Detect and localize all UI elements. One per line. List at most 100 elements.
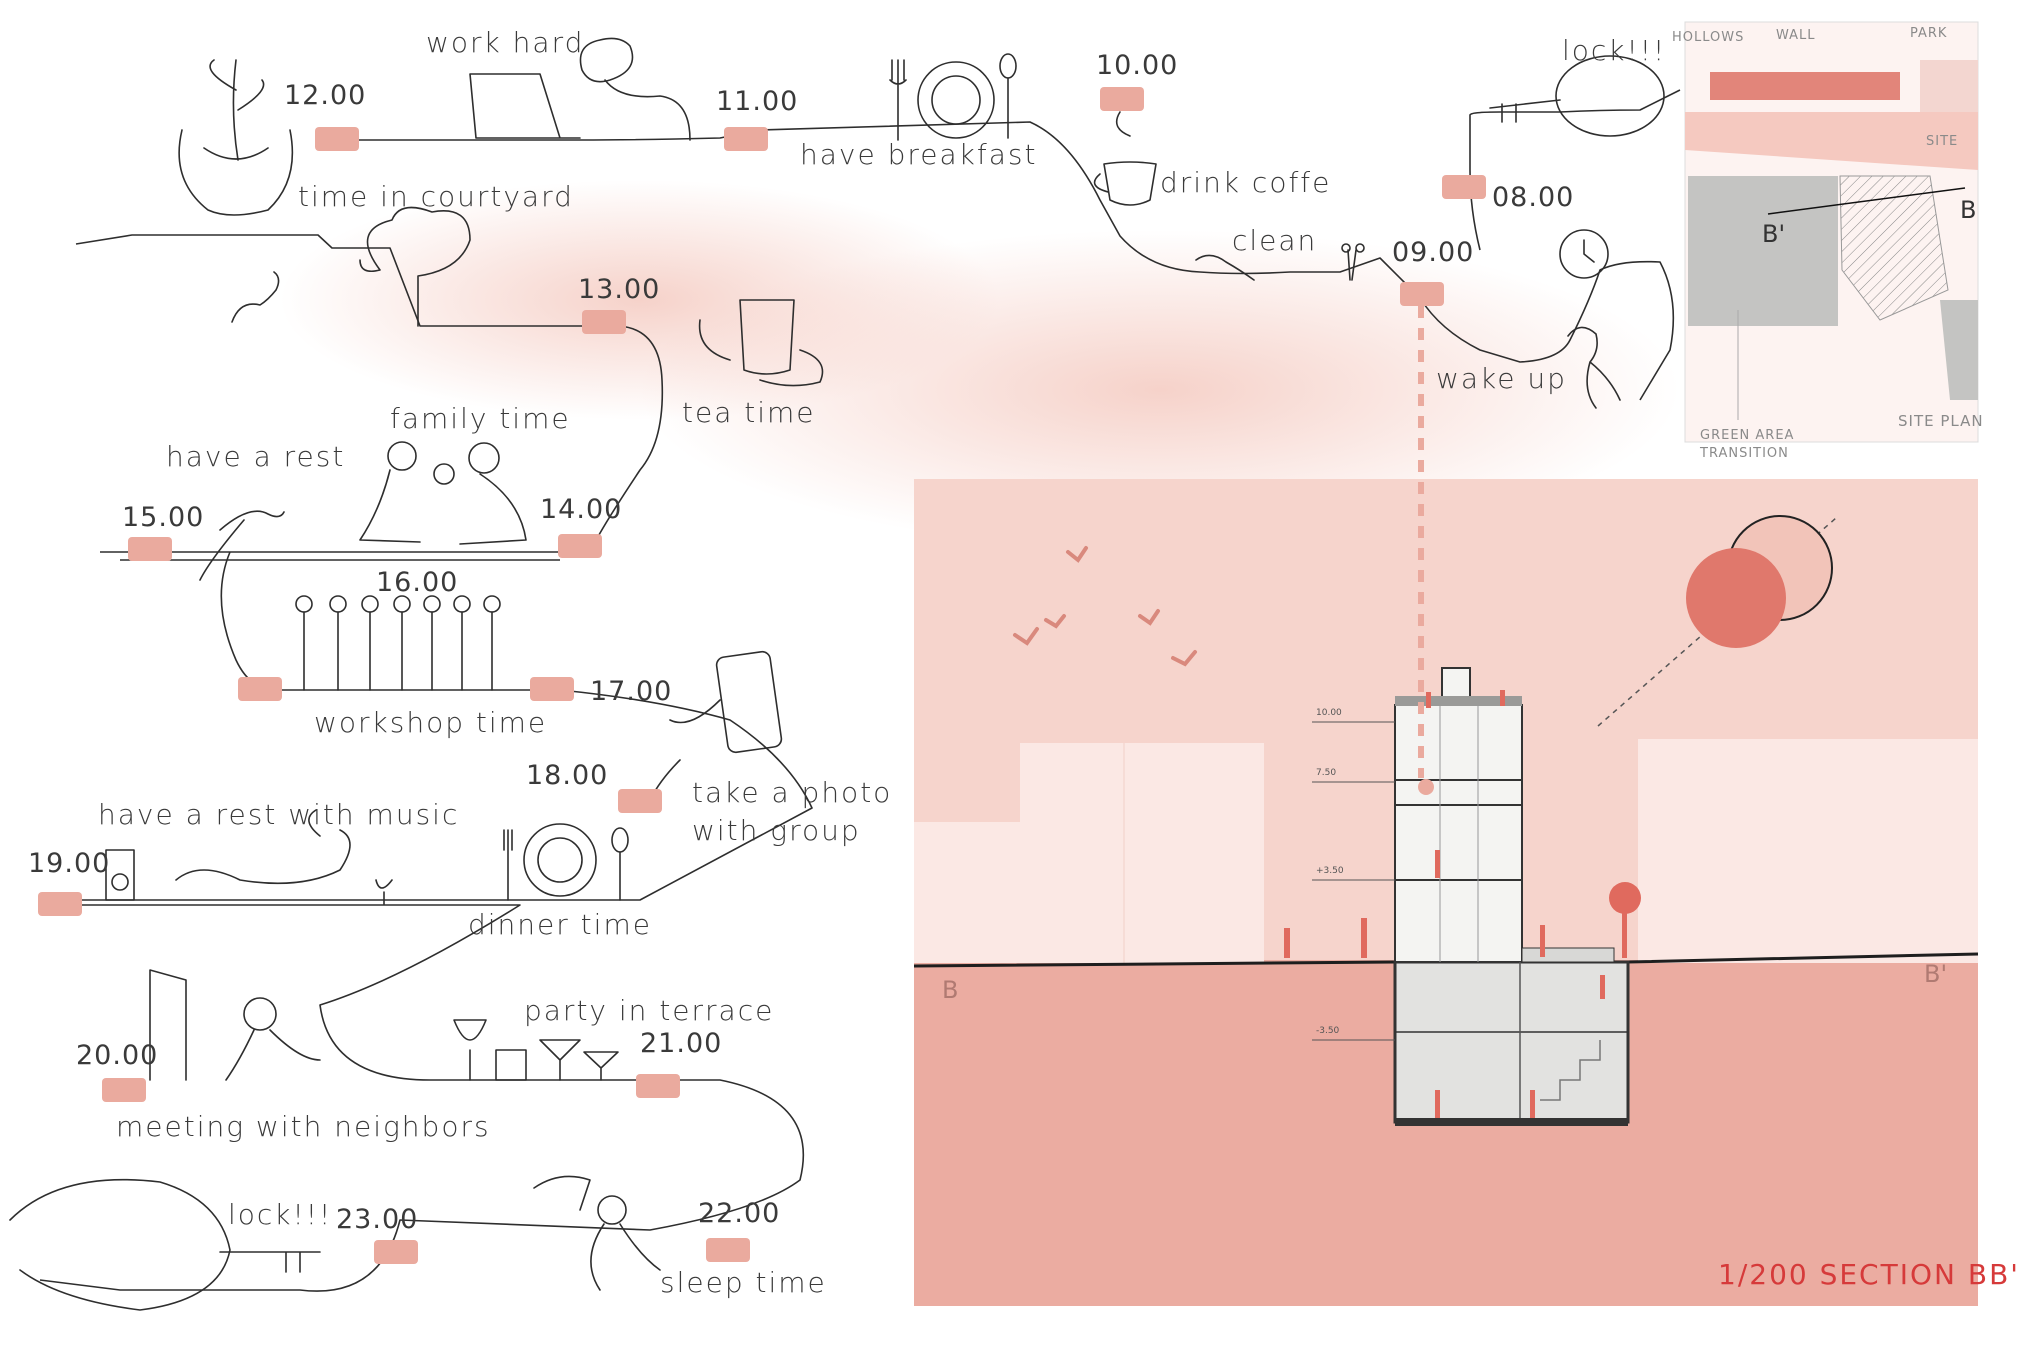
marker-09-dot bbox=[1418, 779, 1434, 795]
hand-with-key-bottom-icon bbox=[9, 1178, 321, 1311]
resting-person-icon bbox=[199, 510, 285, 581]
dinner-plate-icon bbox=[503, 823, 629, 901]
tree-icon bbox=[359, 206, 471, 327]
site-label-hollows: HOLLOWS bbox=[1672, 30, 1745, 45]
marker-18 bbox=[618, 789, 662, 813]
label-lock-top: lock!!! bbox=[1562, 34, 1667, 67]
time-10: 10.00 bbox=[1096, 50, 1179, 81]
marker-15 bbox=[128, 537, 172, 561]
clock-icon bbox=[1559, 229, 1609, 279]
marker-11 bbox=[724, 127, 768, 151]
site-plan-road bbox=[1685, 112, 1978, 170]
label-workshop-time: workshop time bbox=[314, 706, 548, 739]
label-tea-time: tea time bbox=[682, 396, 816, 429]
marker-08 bbox=[1442, 175, 1486, 199]
site-plan-section-line bbox=[1767, 187, 1966, 215]
time-11: 11.00 bbox=[716, 86, 799, 117]
time-19: 19.00 bbox=[28, 848, 111, 879]
sleeping-person-icon bbox=[533, 1175, 661, 1291]
label-lock-bottom: lock!!! bbox=[228, 1198, 333, 1231]
site-mark-b: B bbox=[1960, 196, 1977, 224]
time-20: 20.00 bbox=[76, 1040, 159, 1071]
sun bbox=[1686, 548, 1786, 648]
site-label-wall: WALL bbox=[1776, 28, 1816, 43]
building-basement-floor bbox=[1395, 1118, 1628, 1126]
marker-10 bbox=[1100, 87, 1144, 111]
level-10: 10.00 bbox=[1316, 708, 1342, 718]
building-side bbox=[1521, 947, 1615, 963]
marker-17 bbox=[530, 677, 574, 701]
time-09: 09.00 bbox=[1392, 237, 1475, 268]
label-with-group: with group bbox=[692, 814, 861, 847]
label-take-a-photo: take a photo bbox=[692, 776, 893, 809]
birds bbox=[1013, 546, 1197, 667]
label-have-a-rest: have a rest bbox=[166, 440, 346, 473]
family-icon bbox=[359, 441, 527, 545]
neighbour-building-right bbox=[1638, 739, 1978, 963]
label-time-in-courtyard: time in courtyard bbox=[298, 180, 574, 213]
marker-20 bbox=[102, 1078, 146, 1102]
site-plan-block-grey bbox=[1688, 176, 1838, 326]
time-23: 23.00 bbox=[336, 1204, 419, 1235]
site-mark-b-prime: B' bbox=[1762, 220, 1786, 248]
time-08: 08.00 bbox=[1492, 182, 1575, 213]
party-glasses-icon bbox=[453, 1019, 619, 1081]
label-wake-up: wake up bbox=[1436, 362, 1567, 395]
fork-plate-spoon-icon bbox=[889, 53, 1017, 141]
time-15: 15.00 bbox=[122, 502, 205, 533]
marker-12 bbox=[315, 127, 359, 151]
waking-person-icon bbox=[1567, 326, 1621, 409]
time-17: 17.00 bbox=[590, 676, 673, 707]
label-meeting-with-neighbors: meeting with neighbors bbox=[116, 1110, 491, 1143]
timeline-line bbox=[39, 89, 1681, 1292]
label-drink-coffe: drink coffe bbox=[1160, 166, 1332, 199]
label-work-hard: work hard bbox=[426, 26, 585, 59]
marker-21 bbox=[636, 1074, 680, 1098]
label-have-a-rest-with-music: have a rest with music bbox=[98, 798, 460, 831]
marker-19 bbox=[38, 892, 82, 916]
level-minus-3-50: -3.50 bbox=[1316, 1026, 1340, 1036]
marker-23 bbox=[374, 1240, 418, 1264]
site-plan-block-right bbox=[1940, 300, 1978, 400]
time-22: 22.00 bbox=[698, 1198, 781, 1229]
label-clean: clean bbox=[1232, 224, 1318, 257]
wine-glass-icon bbox=[375, 879, 393, 905]
tea-cup-hands-icon bbox=[698, 299, 824, 387]
hand-with-key-icon bbox=[1489, 55, 1665, 137]
label-sleep-time: sleep time bbox=[660, 1266, 827, 1299]
site-plan bbox=[1684, 21, 1979, 443]
time-21: 21.00 bbox=[640, 1028, 723, 1059]
group-of-people-icon bbox=[295, 595, 501, 691]
site-label-park: PARK bbox=[1910, 26, 1948, 41]
marker-09 bbox=[1400, 282, 1444, 306]
time-14: 14.00 bbox=[540, 494, 623, 525]
site-label-site-plan: SITE PLAN bbox=[1898, 412, 1984, 430]
site-plan-wall bbox=[1710, 72, 1900, 100]
time-12: 12.00 bbox=[284, 80, 367, 111]
site-label-transition: TRANSITION bbox=[1700, 446, 1789, 461]
label-party-in-terrace: party in terrace bbox=[524, 994, 775, 1027]
marker-14 bbox=[558, 534, 602, 558]
label-family-time: family time bbox=[390, 402, 571, 435]
site-plan-site bbox=[1839, 175, 1949, 321]
cleaning-hand-icon bbox=[1195, 254, 1255, 281]
coffee-cup-icon bbox=[1093, 111, 1157, 206]
neighbors-meeting-icon bbox=[149, 969, 321, 1081]
section-title: 1/200 SECTION BB' bbox=[1718, 1258, 2020, 1291]
time-13: 13.00 bbox=[578, 274, 661, 305]
site-plan-park bbox=[1920, 60, 1978, 120]
marker-13 bbox=[582, 310, 626, 334]
scissors-icon bbox=[1341, 243, 1365, 281]
site-label-green-area: GREEN AREA bbox=[1700, 428, 1795, 443]
section-mark-b-prime: B' bbox=[1924, 960, 1948, 988]
marker-16 bbox=[238, 677, 282, 701]
red-figures bbox=[1284, 690, 1641, 1118]
lounging-person-icon bbox=[175, 809, 351, 885]
level-7-50: 7.50 bbox=[1316, 768, 1337, 778]
cat-icon bbox=[231, 271, 280, 323]
building-basement bbox=[1393, 960, 1630, 1124]
site-label-site: SITE bbox=[1926, 134, 1959, 149]
neighbour-building-low bbox=[914, 822, 1020, 963]
